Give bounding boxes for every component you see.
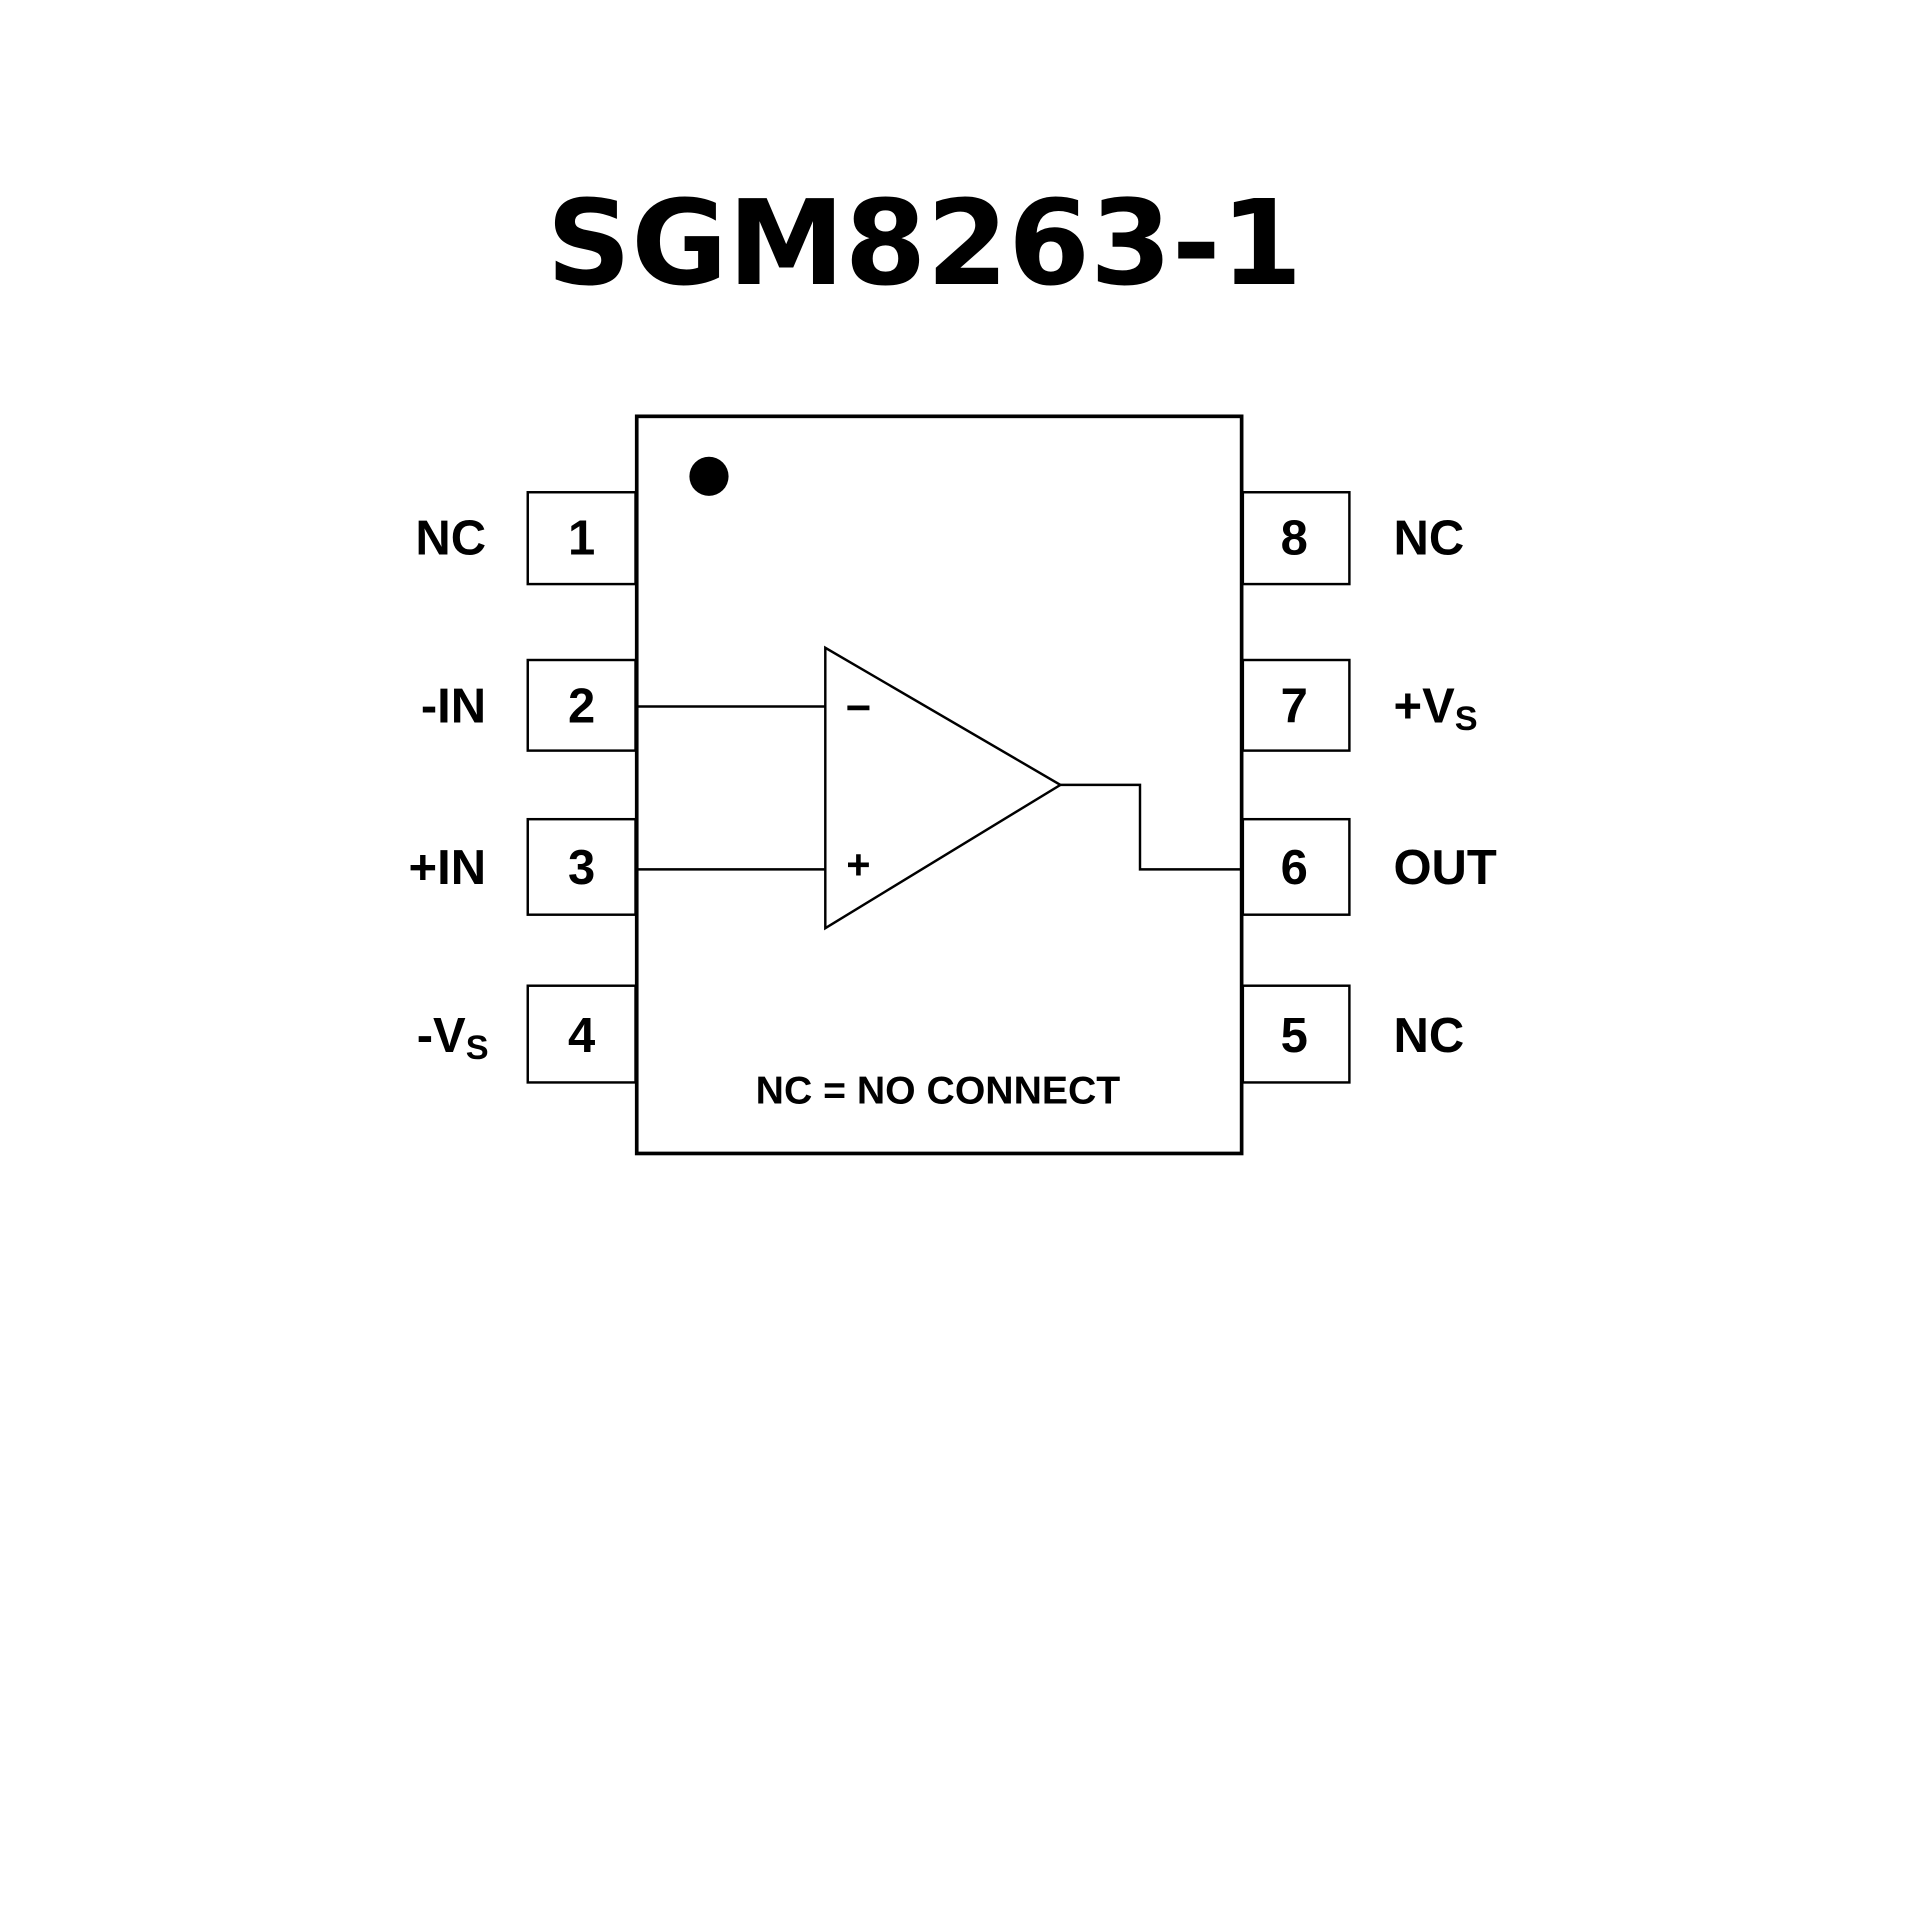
pin-label: -IN: [421, 679, 486, 733]
plus-sign: +: [846, 841, 870, 888]
pin-number: 3: [568, 841, 595, 895]
no-connect-note: NC = NO CONNECT: [756, 1069, 1121, 1112]
pin-label: +VS: [1393, 679, 1477, 737]
pin1-marker-dot: [689, 456, 729, 496]
pin-1: 1 NC: [415, 491, 637, 586]
pin-4: 4 -VS: [417, 984, 637, 1084]
opamp-triangle: [824, 645, 1063, 931]
pin-label: +IN: [409, 841, 487, 895]
pin-label: OUT: [1393, 841, 1496, 895]
pin-label: NC: [1393, 1009, 1464, 1063]
pin-5: 5 NC: [1241, 984, 1464, 1084]
pin-7: 7 +VS: [1241, 658, 1478, 752]
pin-3: 3 +IN: [409, 817, 637, 916]
pin-number: 1: [568, 512, 595, 566]
pin-6: 6 OUT: [1241, 817, 1497, 916]
pin-number: 2: [568, 679, 595, 733]
pin-number: 6: [1281, 841, 1308, 895]
pin-8: 8 NC: [1241, 491, 1464, 586]
pin-number: 5: [1281, 1009, 1308, 1063]
minus-sign: −: [845, 683, 871, 732]
pin-label: NC: [415, 512, 486, 566]
pin-number: 4: [568, 1009, 595, 1063]
output-wire: [1060, 783, 1241, 871]
pin-number: 7: [1281, 679, 1308, 733]
pin-label: NC: [1393, 512, 1464, 566]
ic-body: [634, 414, 1244, 1156]
pin-2: 2 -IN: [421, 658, 637, 752]
pin-number: 8: [1281, 512, 1308, 566]
page-title: SGM8263-1: [547, 175, 1303, 312]
pin-label: -VS: [417, 1009, 489, 1067]
